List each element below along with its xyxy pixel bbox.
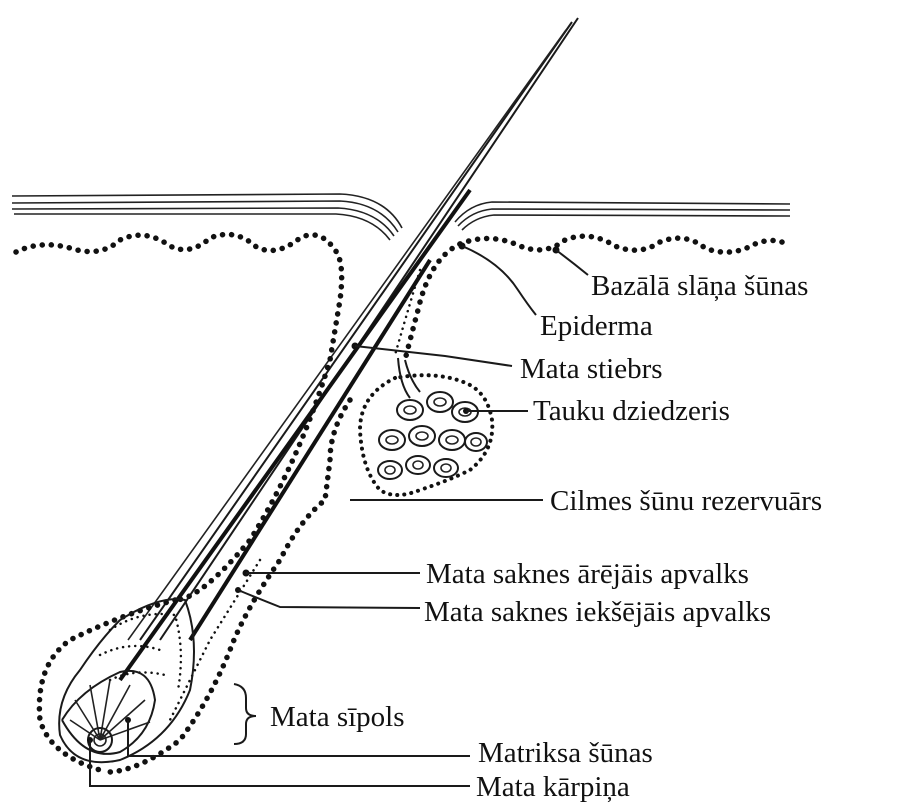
hair-bulb	[59, 599, 194, 762]
skin-surface-left	[12, 194, 402, 240]
label-epidermis: Epiderma	[540, 310, 653, 342]
label-hair-shaft: Mata stiebrs	[520, 353, 663, 385]
label-stem-cell-reservoir: Cilmes šūnu rezervuārs	[550, 485, 822, 517]
label-inner-root-sheath: Mata saknes iekšējāis apvalks	[424, 596, 771, 628]
sebaceous-gland	[360, 358, 492, 495]
label-hair-bulb: Mata sīpols	[270, 701, 405, 733]
skin-surface-right	[455, 202, 790, 230]
label-dermal-papilla: Mata kārpiņa	[476, 771, 630, 803]
basal-layer-left	[16, 234, 342, 770]
label-basal-layer-cells: Bazālā slāņa šūnas	[591, 270, 808, 302]
dermal-papilla-rays	[70, 680, 150, 740]
label-outer-root-sheath: Mata saknes ārējāis apvalks	[426, 558, 749, 590]
label-sebaceous-gland: Tauku dziedzeris	[533, 395, 730, 427]
label-matrix-cells: Matriksa šūnas	[478, 737, 653, 769]
